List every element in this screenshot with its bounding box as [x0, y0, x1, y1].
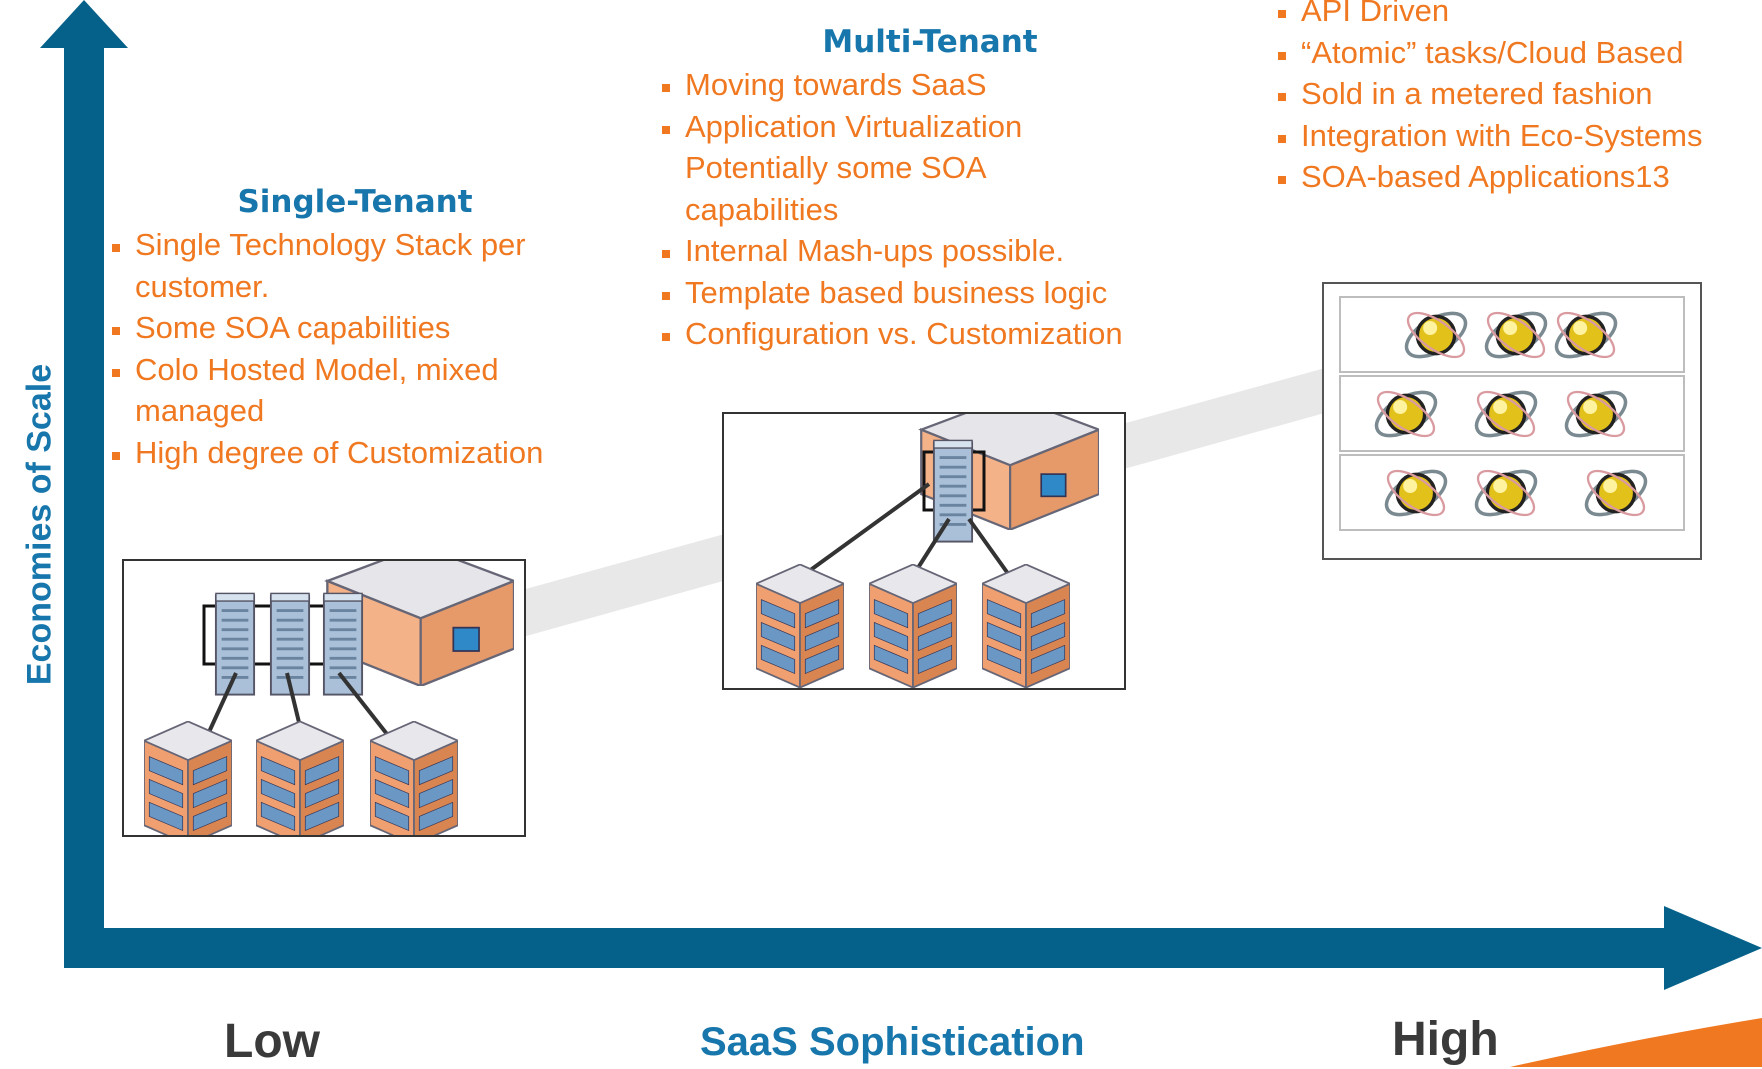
multi-tenant-title: Multi-Tenant	[822, 24, 1038, 60]
y-axis	[64, 40, 104, 968]
multi-tenant-item: Internal Mash-ups possible.	[656, 230, 1216, 272]
multi-tenant-item: Application Virtualization Potentially s…	[656, 106, 1085, 231]
orange-swoosh	[1510, 1018, 1762, 1067]
cloud-item: “Atomic” tasks/Cloud Based	[1272, 32, 1762, 74]
x-axis-low-label: Low	[224, 1015, 320, 1068]
orb-row	[1339, 296, 1685, 373]
cloud-item: SOA-based Applications13	[1272, 156, 1762, 198]
multi-tenant-item: Configuration vs. Customization	[656, 313, 1216, 355]
single-tenant-illustration	[122, 559, 526, 837]
x-axis-arrowhead	[1664, 906, 1762, 990]
cloud-list: API Driven “Atomic” tasks/Cloud Based So…	[1272, 0, 1762, 198]
single-tenant-item: Colo Hosted Model, mixed managed	[106, 349, 555, 432]
multi-tenant-list: Moving towards SaaS Application Virtuali…	[656, 64, 1216, 355]
multi-tenant-item: Template based business logic	[656, 272, 1216, 314]
x-axis	[64, 928, 1684, 968]
orb-row	[1339, 375, 1685, 452]
multi-tenant-illustration	[722, 412, 1126, 690]
x-axis-title: SaaS Sophistication	[700, 1020, 1085, 1064]
single-tenant-item: High degree of Customization	[106, 432, 606, 474]
cloud-item: Sold in a metered fashion	[1272, 73, 1762, 115]
y-axis-arrowhead	[40, 0, 128, 48]
cloud-orbs-illustration	[1322, 282, 1702, 560]
cloud-item: API Driven	[1272, 0, 1762, 32]
single-tenant-item: Some SOA capabilities	[106, 307, 606, 349]
y-axis-label: Economies of Scale	[20, 363, 59, 686]
single-tenant-list: Single Technology Stack per customer. So…	[106, 224, 606, 473]
single-tenant-item: Single Technology Stack per customer.	[106, 224, 606, 307]
single-tenant-title: Single-Tenant	[237, 184, 473, 220]
x-axis-high-label: High	[1392, 1013, 1499, 1066]
cloud-item: Integration with Eco-Systems	[1272, 115, 1762, 157]
multi-tenant-item: Moving towards SaaS	[656, 64, 1216, 106]
orb-row	[1339, 454, 1685, 531]
